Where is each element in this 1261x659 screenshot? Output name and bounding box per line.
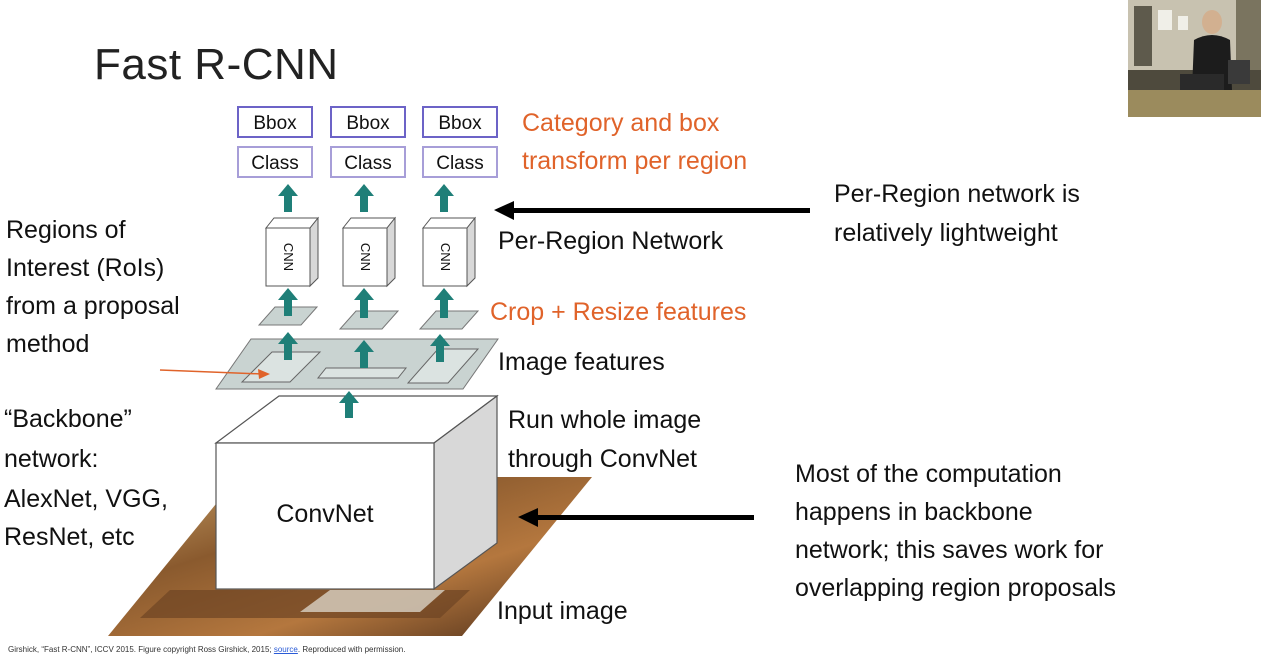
lightweight-label-line1: Per-Region network is xyxy=(834,180,1080,208)
class-box-2: Class xyxy=(330,146,406,178)
webcam-video xyxy=(1128,0,1261,117)
arrows-features-to-crops xyxy=(278,332,450,368)
input-image-label: Input image xyxy=(497,597,628,625)
convnet-cube xyxy=(214,394,499,591)
citation-text: Girshick, “Fast R-CNN”, ICCV 2015. Figur… xyxy=(8,645,274,654)
cnn-label-3: CNN xyxy=(438,242,453,272)
roi-pointer-arrow xyxy=(159,369,270,379)
bbox-box-1: Bbox xyxy=(237,106,313,138)
computation-label-line3: network; this saves work for xyxy=(795,536,1104,564)
per-region-network-label: Per-Region Network xyxy=(498,227,724,255)
arrow-to-backbone xyxy=(518,508,754,527)
backbone-label-line2: network: xyxy=(4,445,99,473)
citation-suffix: . Reproduced with permission. xyxy=(297,645,406,654)
cnn-block-1 xyxy=(264,216,320,288)
image-features-label: Image features xyxy=(498,348,665,376)
rois-label-line3: from a proposal xyxy=(6,292,180,320)
run-label-line1: Run whole image xyxy=(508,406,702,434)
class-box-3: Class xyxy=(422,146,498,178)
cnn-label-2: CNN xyxy=(358,242,373,272)
arrows-crops-to-cnn xyxy=(278,288,454,318)
run-label-line2: through ConvNet xyxy=(508,445,698,473)
cnn-label-1: CNN xyxy=(281,242,296,272)
arrows-cnn-to-class xyxy=(278,184,454,212)
class-box-1: Class xyxy=(237,146,313,178)
backbone-label-line4: ResNet, etc xyxy=(4,523,135,551)
backbone-label-line3: AlexNet, VGG, xyxy=(4,485,168,513)
rois-label-line2: Interest (RoIs) xyxy=(6,254,165,282)
backbone-label-line1: “Backbone” xyxy=(4,405,132,433)
source-link[interactable]: source xyxy=(273,645,298,654)
category-label-line2: transform per region xyxy=(522,147,748,175)
lightweight-label-line2: relatively lightweight xyxy=(834,219,1058,247)
rois-label-line1: Regions of xyxy=(6,216,126,244)
cnn-block-3 xyxy=(421,216,477,288)
arrow-convnet-up xyxy=(339,391,359,418)
bbox-box-3: Bbox xyxy=(422,106,498,138)
slide-title: Fast R-CNN xyxy=(94,40,339,89)
convnet-label: ConvNet xyxy=(276,500,374,528)
computation-label-line1: Most of the computation xyxy=(795,460,1062,488)
citation-footer: Girshick, “Fast R-CNN”, ICCV 2015. Figur… xyxy=(8,645,405,654)
category-label-line1: Category and box xyxy=(522,109,720,137)
computation-label-line4: overlapping region proposals xyxy=(795,574,1117,602)
cnn-block-2 xyxy=(341,216,397,288)
rois-label-line4: method xyxy=(6,330,90,358)
crop-resize-label: Crop + Resize features xyxy=(490,298,747,326)
arrow-to-per-region xyxy=(494,201,810,220)
computation-label-line2: happens in backbone xyxy=(795,498,1033,526)
bbox-box-2: Bbox xyxy=(330,106,406,138)
